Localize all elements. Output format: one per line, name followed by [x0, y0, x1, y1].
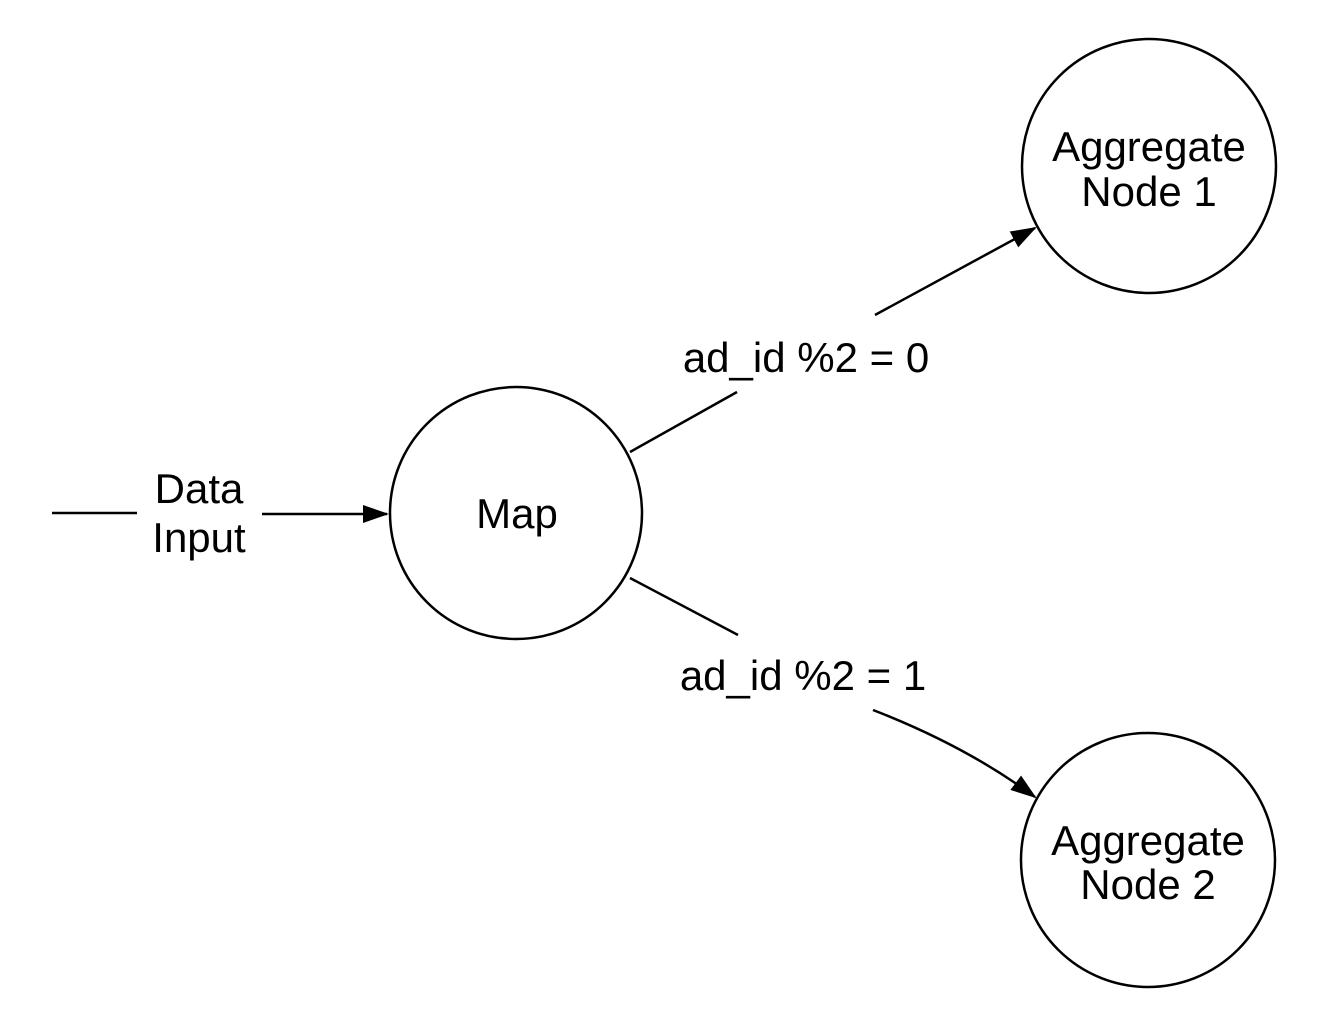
map-node-label: Map [476, 490, 558, 537]
edge-to-aggregate2-arrow [872, 708, 1037, 799]
map-node-circle [388, 385, 644, 641]
edge-to-aggregate2-segment [629, 576, 739, 637]
aggregate-node-2-circle [1019, 731, 1277, 989]
aggregate-node-2-label-line2: Node 2 [1080, 861, 1215, 908]
edge-to-aggregate2-label: ad_id %2 = 1 [680, 652, 926, 699]
edge-to-aggregate1-arrow [874, 226, 1037, 317]
input-edge-label-line2: Input [152, 514, 246, 561]
aggregate-node-1-circle [1020, 37, 1278, 295]
edge-to-aggregate1-label: ad_id %2 = 0 [683, 334, 929, 381]
aggregate-node-2-label-line1: Aggregate [1051, 817, 1245, 864]
aggregate-node-1-label-line2: Node 1 [1081, 168, 1216, 215]
edge-to-aggregate1-segment [629, 390, 738, 454]
input-edge-label-line1: Data [155, 465, 244, 512]
aggregate-node-1-label-line1: Aggregate [1052, 123, 1246, 170]
